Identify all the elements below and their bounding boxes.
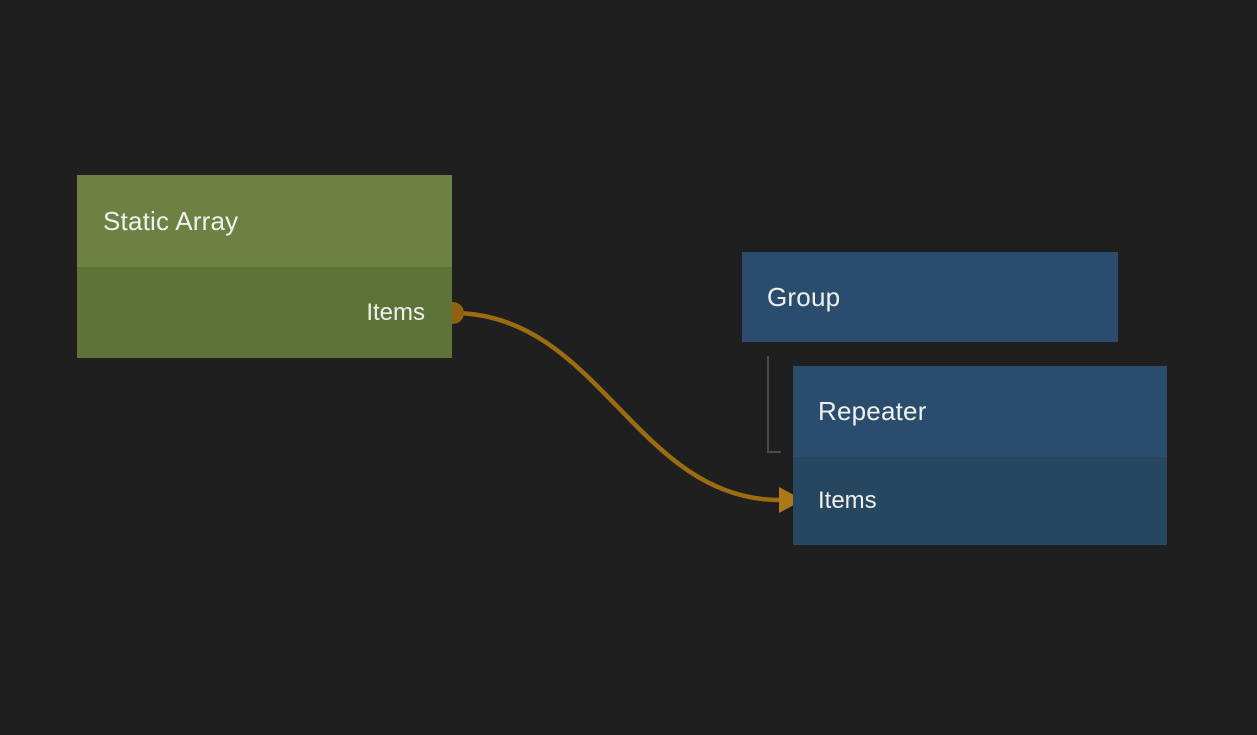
node-group[interactable]: Group [742, 252, 1118, 342]
static-array-items-output-label[interactable]: Items [366, 298, 425, 326]
connection-wire[interactable] [452, 310, 781, 503]
node-repeater-header[interactable]: Repeater [793, 366, 1167, 457]
node-group-title: Group [767, 281, 841, 312]
node-static-array-body: Items [77, 267, 452, 358]
node-repeater-items-input-row[interactable]: Items [793, 457, 1167, 545]
node-repeater-title: Repeater [818, 396, 927, 426]
group-child-connector-line [767, 356, 781, 453]
node-repeater[interactable]: Repeater Items [793, 366, 1167, 545]
node-static-array-header[interactable]: Static Array [77, 175, 452, 267]
node-group-header[interactable]: Group [742, 252, 1118, 342]
node-static-array[interactable]: Static Array Items [77, 175, 452, 358]
node-static-array-title: Static Array [103, 205, 239, 236]
repeater-items-input-label: Items [818, 487, 877, 514]
